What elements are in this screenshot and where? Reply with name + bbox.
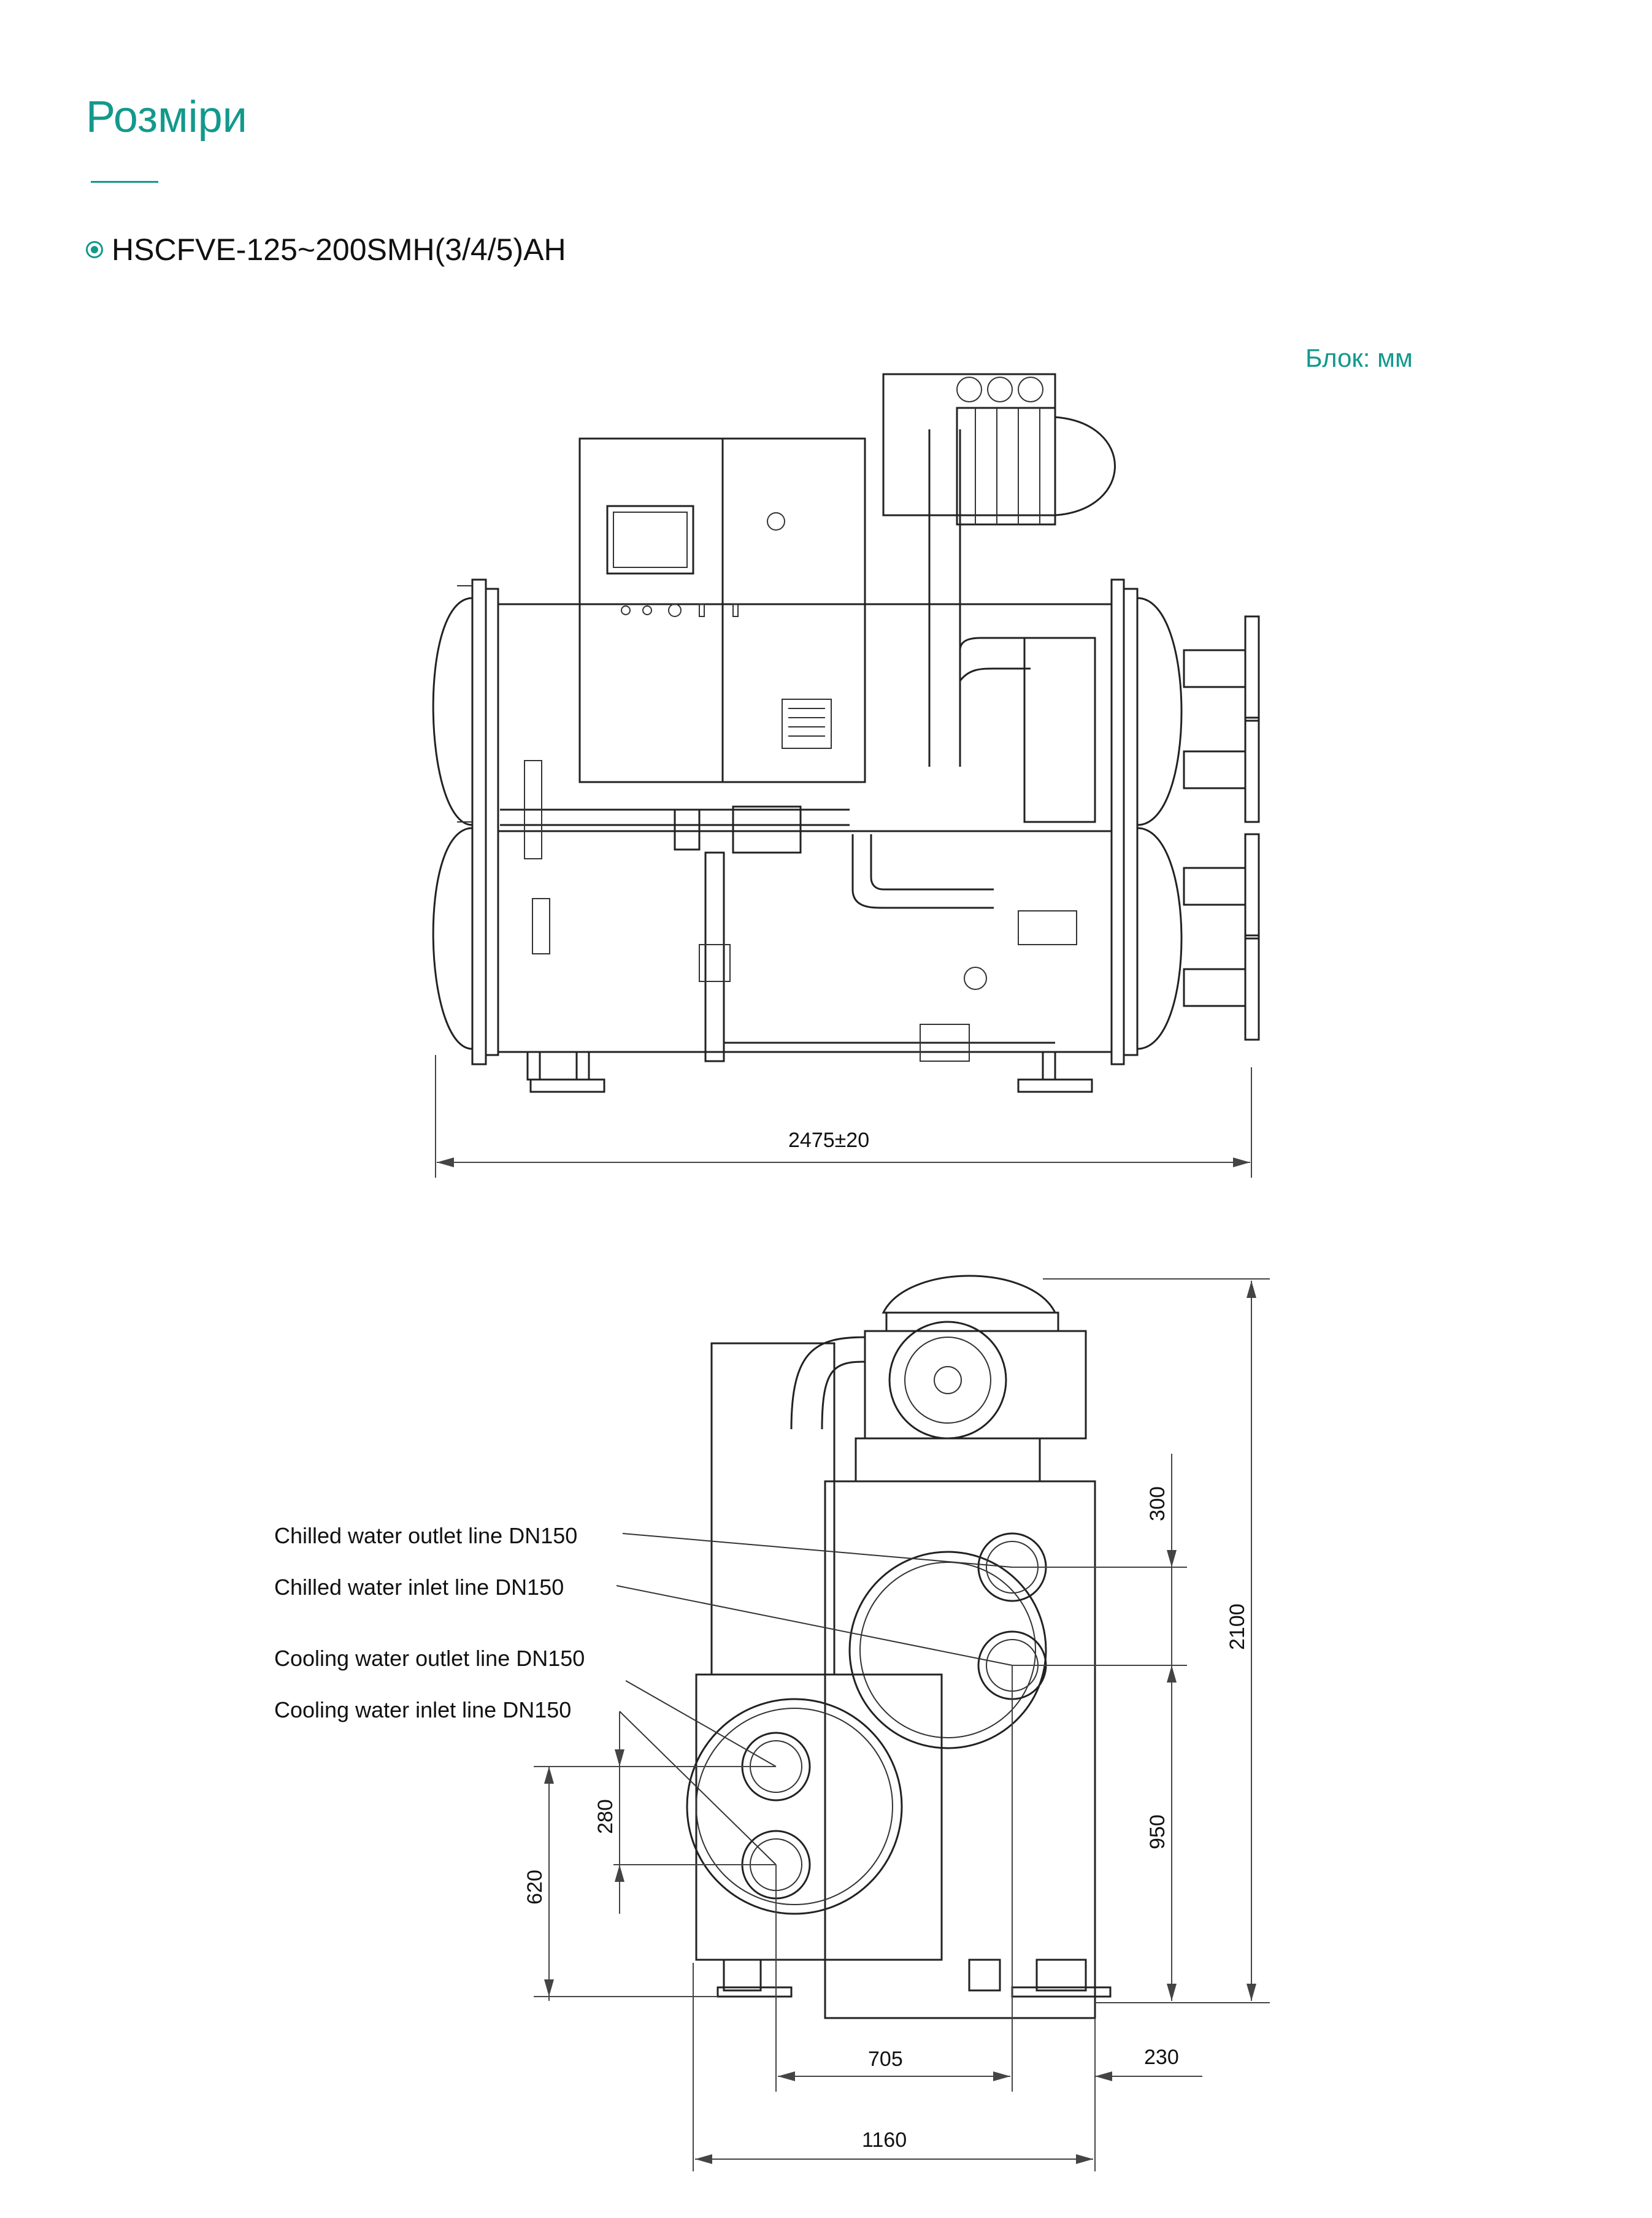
title-divider	[91, 181, 158, 183]
label-chilled-outlet: Chilled water outlet line DN150	[274, 1523, 577, 1548]
bottom-dimensions: 705 230 1160	[693, 1665, 1202, 2171]
dim-300-label: 300	[1146, 1486, 1169, 1521]
bullet-icon	[86, 241, 103, 258]
model-name: HSCFVE-125~200SMH(3/4/5)AH	[112, 232, 566, 267]
leader-lines	[616, 1533, 1013, 1865]
dim-705-label: 705	[868, 2047, 903, 2071]
dim-950-label: 950	[1146, 1814, 1169, 1849]
model-heading: HSCFVE-125~200SMH(3/4/5)AH	[86, 232, 566, 267]
unit-label: Блок: мм	[1305, 343, 1413, 372]
left-dimensions: 280 620	[523, 1711, 776, 2001]
front-width-dimension: 2475±20	[435, 1055, 1252, 1178]
dim-width-label: 2475±20	[788, 1129, 869, 1152]
dim-230-label: 230	[1144, 2046, 1179, 2069]
label-chilled-inlet: Chilled water inlet line DN150	[274, 1575, 564, 1600]
dim-280-label: 280	[594, 1799, 617, 1834]
dim-1160-label: 1160	[862, 2128, 907, 2152]
side-view-drawing	[686, 1275, 1112, 2019]
dim-620-label: 620	[523, 1870, 547, 1905]
page-title: Розміри	[86, 93, 247, 142]
front-view-drawing	[432, 373, 1260, 1093]
dim-2100-label: 2100	[1226, 1603, 1249, 1650]
label-cooling-inlet: Cooling water inlet line DN150	[274, 1697, 571, 1722]
right-dimensions: 2100 300 950	[1012, 1278, 1270, 2003]
label-cooling-outlet: Cooling water outlet line DN150	[274, 1646, 585, 1671]
